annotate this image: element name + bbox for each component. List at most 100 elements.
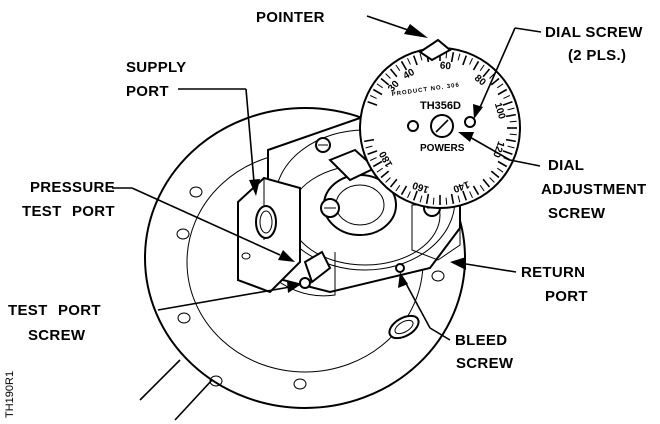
label-dial-adjustment-screw-line3: SCREW bbox=[548, 205, 606, 222]
dial-tick bbox=[497, 88, 508, 96]
dial-tick bbox=[509, 120, 517, 123]
dial-tick bbox=[367, 150, 378, 156]
dial-tick bbox=[369, 95, 377, 99]
dial-screw bbox=[407, 120, 419, 132]
mounting-hole bbox=[431, 270, 445, 282]
dial-tick bbox=[389, 68, 398, 78]
mounting-hole bbox=[176, 228, 190, 240]
dial-scale-number: 140 bbox=[451, 178, 471, 194]
dial-tick bbox=[472, 60, 480, 71]
label-pointer: POINTER bbox=[256, 9, 325, 26]
dial-tick bbox=[372, 88, 383, 96]
dial-tick bbox=[365, 145, 373, 149]
dial-tick bbox=[503, 95, 511, 99]
label-dial-screw-line1: DIAL SCREW bbox=[545, 24, 643, 41]
dial-scale-number: 100 bbox=[492, 101, 507, 120]
mounting-hole bbox=[189, 186, 203, 198]
label-supply-port-line2: PORT bbox=[126, 83, 169, 100]
dial-tick bbox=[450, 52, 455, 63]
dial-tick bbox=[395, 185, 401, 192]
mounting-hole bbox=[177, 312, 191, 324]
dial-tick bbox=[445, 197, 448, 205]
dial-tick bbox=[400, 185, 408, 196]
dial-tick bbox=[369, 157, 377, 161]
dial-tick bbox=[380, 170, 390, 179]
dial-brand-text: POWERS bbox=[420, 143, 465, 154]
callout-leaders bbox=[112, 15, 542, 341]
dial-tick bbox=[412, 190, 418, 201]
sensing-stem bbox=[139, 359, 213, 421]
dial-tick bbox=[385, 73, 391, 79]
mounting-hole bbox=[293, 378, 307, 390]
dial-scale-number: 160 bbox=[411, 179, 431, 195]
dial-tick bbox=[502, 150, 513, 156]
dial-tick bbox=[432, 197, 435, 205]
dial-scale-number: 60 bbox=[439, 60, 451, 72]
label-dial-screw-line2: (2 PLS.) bbox=[568, 47, 626, 64]
dial-tick bbox=[457, 195, 461, 203]
dial-scale-number: 120 bbox=[490, 139, 506, 159]
label-test-port-screw-line2: SCREW bbox=[28, 327, 86, 344]
label-dial-adjustment-screw-line2: ADJUSTMENT bbox=[541, 181, 647, 198]
dial-tick bbox=[419, 53, 423, 61]
dial-tick bbox=[469, 191, 473, 199]
dial-tick bbox=[490, 170, 500, 179]
dial-scale-number: 40 bbox=[402, 67, 418, 82]
dial-tick bbox=[509, 133, 517, 136]
dial-tick bbox=[507, 107, 515, 111]
bleed-screw bbox=[395, 263, 405, 273]
label-supply-port-line1: SUPPLY bbox=[126, 59, 186, 76]
dial-tick bbox=[497, 167, 504, 173]
test-port-screw bbox=[299, 277, 311, 289]
dial-tick-marks bbox=[364, 51, 517, 205]
dial-tick bbox=[395, 64, 401, 71]
label-test-port-screw-line1: TEST PORT bbox=[8, 302, 101, 319]
dial-tick bbox=[490, 77, 500, 86]
dial-tick bbox=[419, 195, 423, 203]
dial-tick bbox=[385, 177, 391, 183]
dial-tick bbox=[372, 160, 383, 168]
dial-tick bbox=[364, 138, 375, 143]
dial-tick bbox=[505, 113, 516, 118]
dial-tick bbox=[457, 53, 461, 61]
dial-tick bbox=[450, 193, 455, 204]
dial-tick bbox=[469, 57, 473, 65]
dial-tick bbox=[407, 57, 411, 65]
label-pressure-test-port-line1: PRESSURE bbox=[30, 179, 115, 196]
dial-tick bbox=[389, 178, 398, 188]
figure-code: TH190R1 bbox=[4, 371, 16, 418]
dial-tick bbox=[400, 60, 408, 71]
label-pressure-test-port-line2: TEST PORT bbox=[22, 203, 115, 220]
dial-tick bbox=[472, 185, 480, 196]
label-bleed-screw-line1: BLEED bbox=[455, 332, 507, 349]
callout-labels: POINTER DIAL SCREW (2 PLS.) SUPPLY PORT … bbox=[4, 9, 647, 418]
dial-tick bbox=[462, 190, 468, 201]
dial-tick bbox=[462, 55, 468, 66]
dial-tick bbox=[507, 145, 515, 149]
dial-screw bbox=[464, 116, 476, 128]
dial-tick bbox=[497, 83, 504, 89]
dial-tick bbox=[479, 185, 485, 192]
pointer bbox=[418, 38, 452, 62]
mounting-slot bbox=[388, 314, 420, 340]
dial-tick bbox=[489, 177, 495, 183]
dial-tick bbox=[367, 100, 378, 106]
dial-tick bbox=[407, 191, 411, 199]
dial-tick bbox=[505, 138, 516, 143]
dial-tick bbox=[425, 193, 430, 204]
dial-tick bbox=[479, 64, 485, 71]
dial-tick bbox=[380, 77, 390, 86]
dial-tick bbox=[412, 55, 418, 66]
dial-tick bbox=[482, 178, 491, 188]
dial-tick bbox=[376, 167, 383, 173]
dial-tick bbox=[502, 100, 513, 106]
dial-tick bbox=[482, 68, 491, 78]
dial-tick bbox=[497, 160, 508, 168]
label-return-port-line1: RETURN bbox=[521, 264, 585, 281]
dial-tick bbox=[489, 73, 495, 79]
dial-tick bbox=[376, 83, 383, 89]
label-bleed-screw-line2: SCREW bbox=[456, 355, 514, 372]
